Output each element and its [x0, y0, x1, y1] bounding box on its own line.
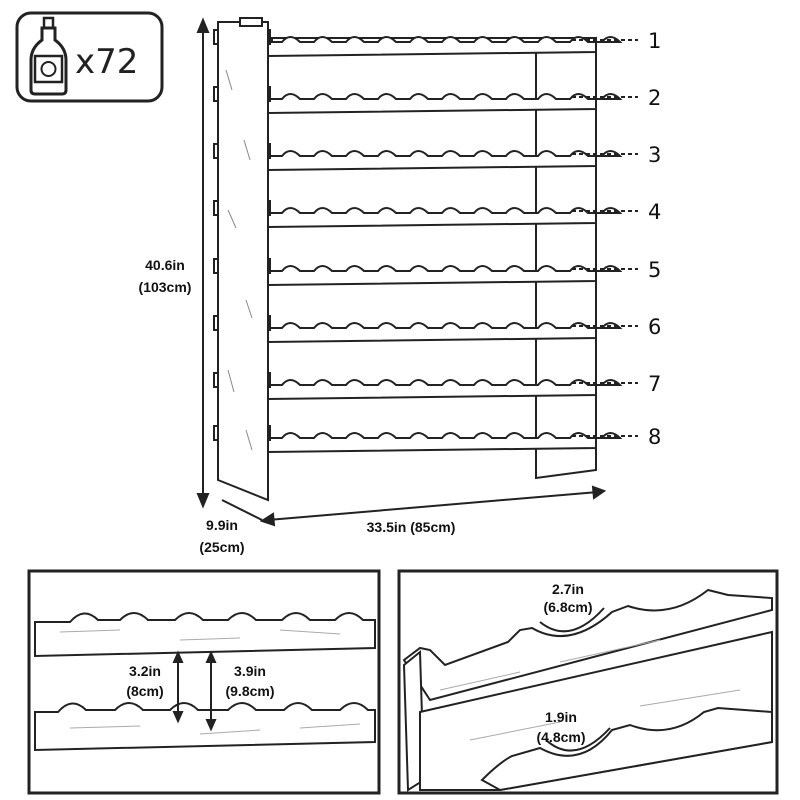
- shelf-number: 6: [648, 315, 661, 339]
- shelf-number: 7: [648, 372, 661, 396]
- gap-inner-in: 3.2in: [129, 663, 161, 679]
- height-dimension: [196, 17, 210, 509]
- shelf-number: 8: [648, 425, 661, 449]
- width-dimension: [221, 485, 607, 527]
- shelf-rail: [267, 265, 623, 287]
- shelf-rail: [267, 207, 623, 229]
- gap-outer-in: 3.9in: [234, 663, 266, 679]
- gap-inner-cm: (8cm): [126, 683, 163, 699]
- shelf-number: 4: [648, 200, 661, 224]
- height-cm-label: (103cm): [139, 279, 192, 295]
- shelf-rail: [267, 379, 623, 401]
- shelf-rail: [267, 150, 623, 172]
- bottom-slot-in: 1.9in: [545, 709, 577, 725]
- detail-panel-spacing: 3.2in (8cm) 3.9in (9.8cm): [27, 569, 381, 795]
- shelf-rail: [267, 322, 623, 344]
- wood-grain: [225, 69, 253, 451]
- wine-bottle-icon: [29, 16, 68, 96]
- shelf-number: 2: [648, 86, 661, 110]
- shelf-rail: [267, 36, 623, 58]
- shelf-number: 1: [648, 29, 661, 53]
- top-slot-in: 2.7in: [552, 581, 584, 597]
- bottle-count-text: x72: [75, 42, 138, 82]
- rack-drawing: [213, 17, 623, 502]
- gap-outer-cm: (9.8cm): [225, 683, 274, 699]
- height-in-label: 40.6in: [145, 257, 185, 273]
- width-label: 33.5in (85cm): [367, 519, 456, 535]
- depth-in-label: 9.9in: [206, 517, 238, 533]
- bottom-slot-cm: (4.8cm): [536, 729, 585, 745]
- depth-cm-label: (25cm): [199, 539, 244, 555]
- bottle-count-badge: x72: [15, 11, 164, 103]
- shelf-rail: [267, 93, 623, 115]
- top-slot-cm: (6.8cm): [543, 599, 592, 615]
- detail-panel-slots: 2.7in (6.8cm) 1.9in (4.8cm): [397, 569, 779, 795]
- shelf-rail: [267, 432, 623, 454]
- shelf-number: 3: [648, 143, 661, 167]
- shelf-number: 5: [648, 258, 661, 282]
